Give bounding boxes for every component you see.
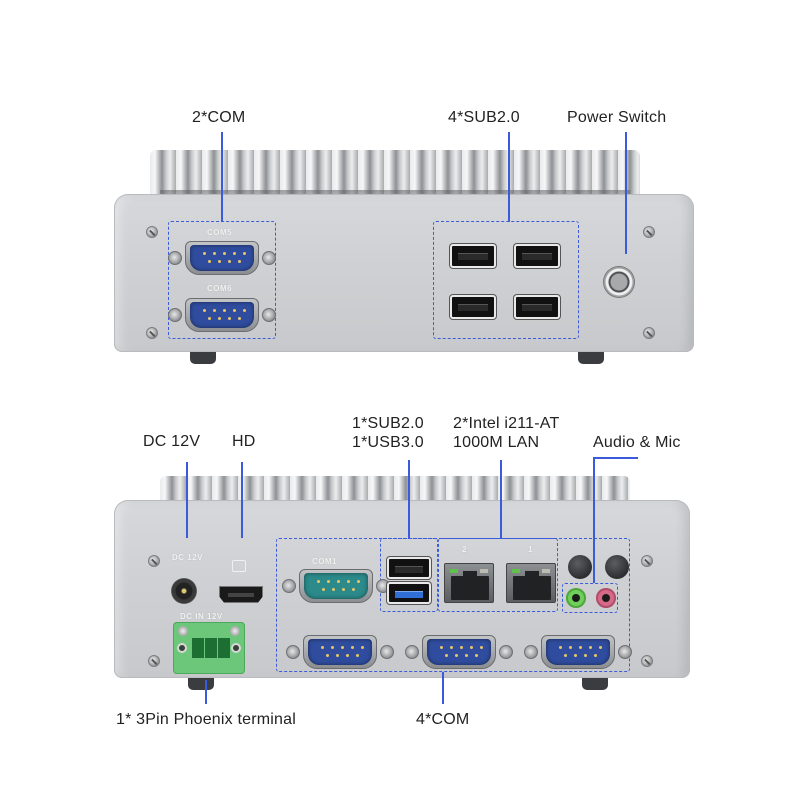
hdmi-port — [219, 586, 263, 603]
com6-port — [168, 297, 276, 333]
leader-line-com — [442, 672, 444, 704]
com1-port — [282, 568, 390, 604]
mic-in-jack — [596, 588, 616, 608]
lan-group-outline — [438, 538, 558, 612]
leader-line-dc — [186, 462, 188, 538]
com-group-outline — [168, 221, 276, 339]
screw-icon — [641, 555, 653, 567]
com2-port — [286, 634, 394, 670]
silk-dc-in: DC IN 12V — [180, 612, 223, 621]
label-lan-line2: 1000M LAN — [453, 434, 540, 451]
usb-port — [450, 295, 496, 319]
silk-lan1: 1 — [528, 545, 533, 554]
label-4com: 4*COM — [416, 711, 470, 728]
silk-com6: COM6 — [207, 284, 233, 293]
foot — [188, 678, 214, 690]
foot — [578, 352, 604, 364]
screw-icon — [146, 327, 158, 339]
label-4usb20: 4*SUB2.0 — [448, 109, 520, 126]
leader-line-hd — [241, 462, 243, 538]
screw-icon — [643, 327, 655, 339]
leader-line-usb — [508, 132, 510, 222]
label-power-switch: Power Switch — [567, 109, 667, 126]
label-lan-line1: 2*Intel i211-AT — [453, 415, 560, 432]
silk-com5: COM5 — [207, 228, 233, 237]
usb-group-outline — [433, 221, 579, 339]
label-usb-line1: 1*SUB2.0 — [352, 415, 424, 432]
usb-group-outline — [380, 538, 438, 612]
com3-port — [405, 634, 513, 670]
label-usb-line2: 1*USB3.0 — [352, 434, 424, 451]
silk-dc12v: DC 12V — [172, 553, 204, 562]
label-dc12v: DC 12V — [143, 433, 201, 450]
foot — [190, 352, 216, 364]
usb-port — [514, 295, 560, 319]
leader-line-com — [221, 132, 223, 222]
usb-port — [450, 244, 496, 268]
leader-line-audio — [593, 457, 595, 583]
label-hd: HD — [232, 433, 256, 450]
silk-lan2: 2 — [462, 545, 467, 554]
label-phoenix-terminal: 1* 3Pin Phoenix terminal — [116, 711, 297, 728]
label-2com: 2*COM — [192, 109, 246, 126]
leader-line-power — [625, 132, 627, 254]
foot — [582, 678, 608, 690]
leader-line-lan — [500, 460, 502, 538]
label-audio-mic: Audio & Mic — [593, 434, 681, 451]
com4-port — [524, 634, 632, 670]
usb30-port — [387, 582, 431, 604]
power-switch-icon[interactable] — [604, 267, 634, 297]
dc-power-jack — [171, 578, 197, 604]
hd-logo-icon — [232, 560, 246, 572]
antenna-mount-icon — [568, 555, 592, 579]
audio-out-jack — [566, 588, 586, 608]
lan2-port — [444, 563, 494, 603]
lan1-port — [506, 563, 556, 603]
leader-line-phoenix — [205, 680, 207, 704]
com5-port — [168, 240, 276, 276]
screw-icon — [148, 655, 160, 667]
audio-group-outline — [562, 583, 618, 613]
phoenix-terminal — [173, 622, 245, 674]
usb-port — [514, 244, 560, 268]
screw-icon — [146, 226, 158, 238]
screw-icon — [643, 226, 655, 238]
antenna-mount-icon — [605, 555, 629, 579]
leader-line-usb — [408, 460, 410, 538]
screw-icon — [641, 655, 653, 667]
screw-icon — [148, 555, 160, 567]
usb20-port — [387, 557, 431, 579]
leader-line-audio-h — [593, 457, 638, 459]
silk-com1: COM1 — [312, 557, 338, 566]
